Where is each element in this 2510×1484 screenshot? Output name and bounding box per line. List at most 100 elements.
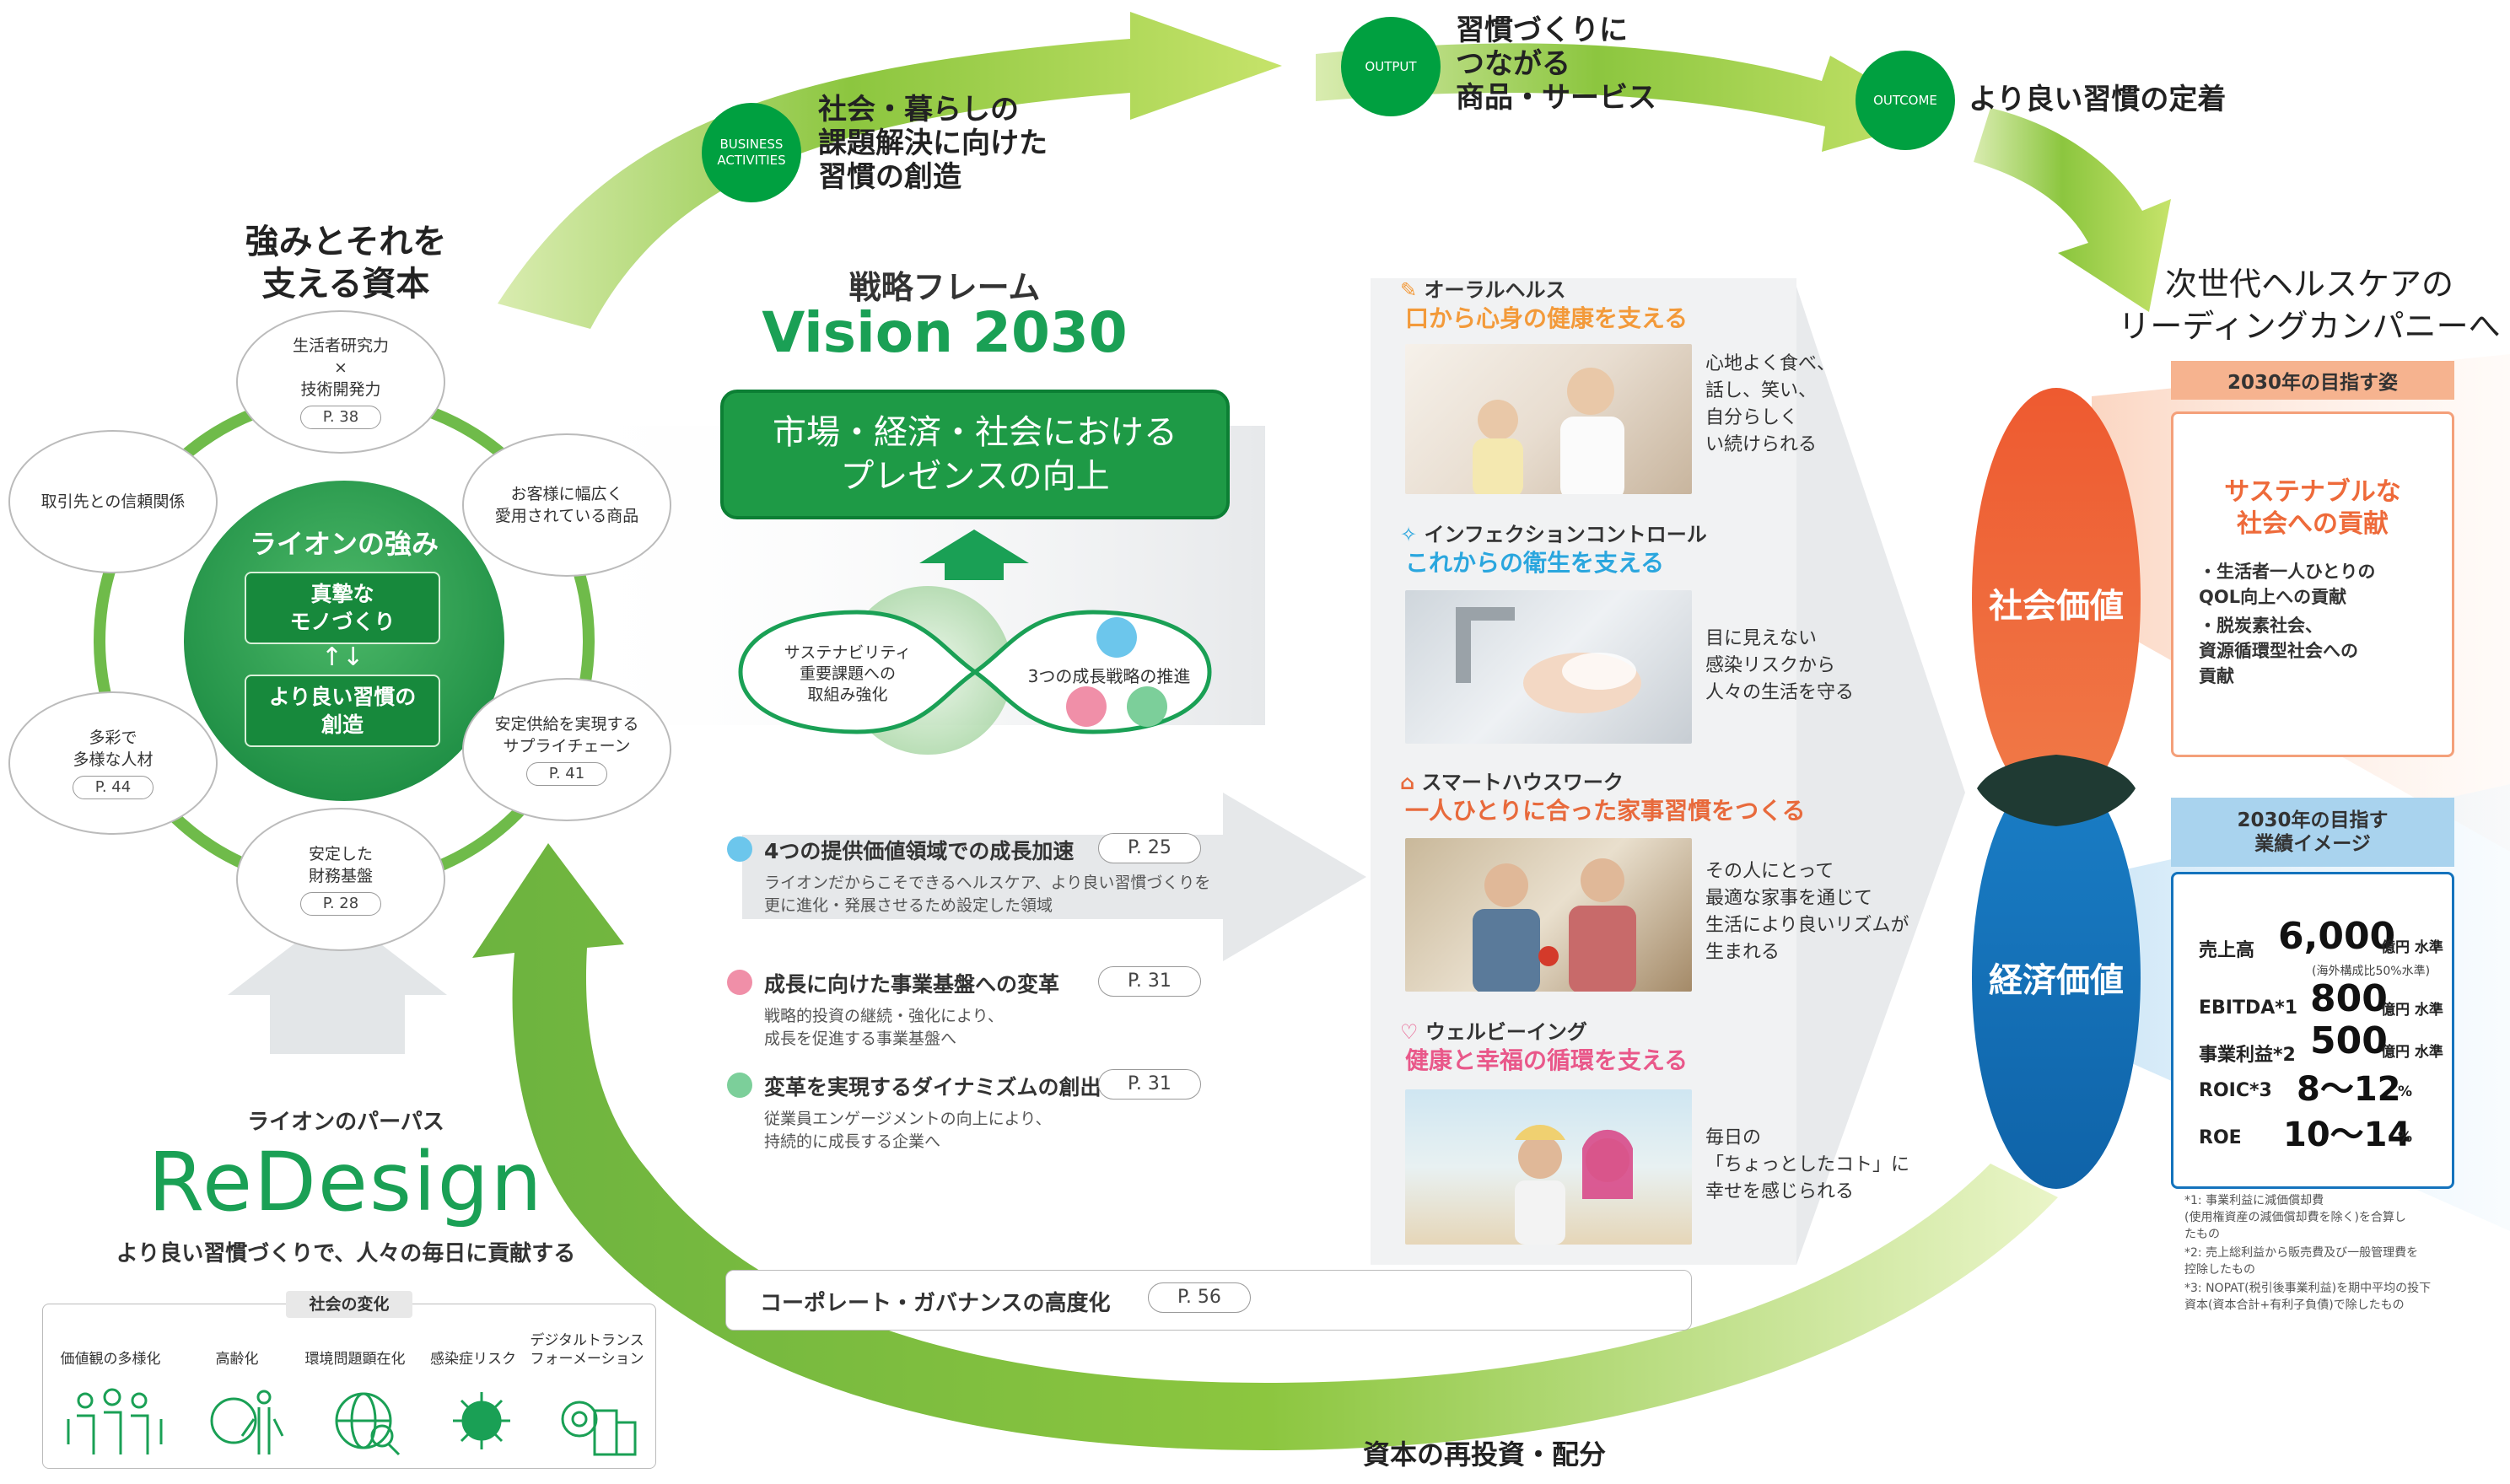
redesign-logo: ReDesign	[148, 1135, 544, 1229]
capital-partner-trust: 取引先との信頼関係	[8, 430, 218, 573]
capital-label: 安定した 財務基盤	[308, 845, 373, 885]
kpi-label: 事業利益*2	[2199, 1045, 2296, 1066]
strategy-desc: ライオンだからこそできるヘルスケア、より良い習慣づくりを 更に進化・発展させるた…	[764, 874, 1211, 915]
aspiration-item: ・脱炭素社会、 資源循環型社会への 貢献	[2199, 616, 2358, 686]
capital-financial-base: 安定した 財務基盤 P. 28	[236, 808, 445, 951]
kpi-unit: 億円 水準	[2381, 1044, 2443, 1061]
capital-label: 安定供給を実現する サプライチェーン	[494, 715, 639, 755]
capital-human-resources: 多彩で 多様な人材 P. 44	[8, 691, 218, 835]
page-ref[interactable]: P. 38	[299, 406, 382, 429]
value-area-headline: 健康と幸福の循環を支える	[1405, 1046, 1689, 1074]
change-label: デジタルトランス フォーメーション	[530, 1332, 644, 1368]
capital-label: 生活者研究力 × 技術開発力	[292, 336, 389, 399]
value-area-label: ✧ インフェクションコントロール	[1400, 523, 1707, 546]
aspiration-box: サステナブルな 社会への貢献 ・生活者一人ひとりの QOL向上への貢献 ・脱炭素…	[2171, 411, 2454, 757]
change-label: 環境問題顕在化	[304, 1351, 406, 1368]
infinity-loop	[738, 610, 1212, 734]
strategy-title: 変革を実現するダイナミズムの創出	[764, 1075, 1101, 1100]
exchange-arrows-icon: ↑↓	[320, 643, 364, 672]
page-ref[interactable]: P. 25	[1098, 833, 1201, 863]
virus-icon	[453, 1392, 510, 1449]
aspiration-header: 2030年の目指す姿	[2171, 361, 2454, 400]
page-ref[interactable]: P. 31	[1098, 966, 1201, 997]
kpi-value: 10～14	[2283, 1116, 2411, 1154]
toothbrush-icon: ✎	[1400, 278, 1425, 302]
elderly-icon	[210, 1390, 284, 1454]
goal-title: 次世代ヘルスケアの リーディングカンパニーへ	[2118, 266, 2501, 345]
change-label: 感染症リスク	[430, 1351, 516, 1368]
core-strength-title: ライオンの強み	[249, 528, 439, 560]
kpi-label: EBITDA*1	[2199, 997, 2298, 1019]
vision-2030-title: Vision 2030	[762, 300, 1128, 365]
capital-supply-chain: 安定供給を実現する サプライチェーン P. 41	[462, 678, 671, 821]
value-area-headline: 一人ひとりに合った家事習慣をつくる	[1405, 797, 1806, 825]
value-area-desc: 心地よく食べ、 話し、笑い、 自分らしく い続けられる	[1705, 353, 1836, 455]
business-activities-badge: BUSINESS ACTIVITIES	[702, 103, 801, 202]
capital-label: 取引先との信頼関係	[40, 492, 186, 511]
governance-title: コーポレート・ガバナンスの高度化	[760, 1291, 1111, 1316]
strategy-desc: 従業員エンゲージメントの向上により、 持続的に成長する企業へ	[764, 1110, 1052, 1151]
up-arrow-icon	[919, 530, 1029, 580]
change-label: 高齢化	[215, 1351, 259, 1368]
house-icon: ⌂	[1400, 771, 1422, 794]
page-ref[interactable]: P. 44	[72, 776, 154, 799]
footnote: *3: NOPAT(税引後事業利益)を期中平均の投下 資本(資本合計+有利子負債…	[2184, 1282, 2432, 1312]
performance-box: 売上高 6,000 億円 水準 (海外構成比50%水準) EBITDA*1 80…	[2171, 872, 2454, 1189]
economic-value-label: 経済価値	[1989, 961, 2124, 1000]
kpi-label: 売上高	[2199, 940, 2255, 961]
outcome-badge: OUTCOME	[1856, 51, 1955, 150]
page-ref[interactable]: P. 41	[525, 762, 608, 786]
kpi-unit: 億円 水準	[2381, 939, 2443, 956]
aspiration-headline: サステナブルな 社会への貢献	[2224, 477, 2401, 539]
kpi-unit: 億円 水準	[2381, 1002, 2443, 1019]
purpose-tagline: より良い習慣づくりで、人々の毎日に貢献する	[116, 1241, 576, 1266]
aspiration-item: ・生活者一人ひとりの QOL向上への貢献	[2199, 562, 2376, 607]
strengths-title: 強みとそれを 支える資本	[245, 223, 447, 304]
business-activities-text: 社会・暮らしの 課題解決に向けた 習慣の創造	[818, 93, 1048, 194]
strategy-desc: 戦略的投資の継続・強化により、 成長を促進する事業基盤へ	[764, 1007, 1004, 1048]
value-area-label: ✎ オーラルヘルス	[1400, 278, 1566, 302]
goal-box: 市場・経済・社会における プレゼンスの向上	[720, 390, 1230, 519]
footnote: *1: 事業利益に減価償却費 (使用権資産の減価償却費を除く)を合算し たもの	[2184, 1194, 2406, 1241]
purpose-label: ライオンのパーパス	[247, 1110, 444, 1135]
page-ref[interactable]: P. 56	[1148, 1282, 1251, 1313]
globe-icon	[335, 1392, 401, 1456]
core-box-habit-creation: より良い習慣の 創造	[245, 675, 440, 747]
core-box-monozukuri: 真摯な モノづくり	[245, 572, 440, 644]
infection-control-photo	[1405, 590, 1692, 744]
kpi-unit: %	[2398, 1129, 2413, 1146]
kpi-sub: (海外構成比50%水準)	[2312, 965, 2431, 978]
smart-housework-photo	[1405, 838, 1692, 992]
wellbeing-photo	[1405, 1089, 1692, 1245]
page-ref[interactable]: P. 31	[1098, 1069, 1201, 1100]
governance-box: コーポレート・ガバナンスの高度化 P. 56	[725, 1270, 1692, 1331]
capital-research-technology: 生活者研究力 × 技術開発力 P. 38	[236, 310, 445, 454]
outcome-text: より良い習慣の定着	[1969, 83, 2227, 116]
value-area-label: ⌂ スマートハウスワーク	[1400, 771, 1624, 794]
kpi-label: ROE	[2199, 1127, 2242, 1148]
strategy-dot	[727, 1073, 752, 1098]
kpi-unit: %	[2398, 1083, 2413, 1100]
strategy-title: 4つの提供価値領域での成長加速	[764, 839, 1075, 863]
right-loop-text: 3つの成長戦略の推進	[1027, 666, 1191, 686]
framework-label: 戦略フレーム	[848, 269, 1041, 306]
value-area-headline: これからの衛生を支える	[1405, 549, 1665, 577]
left-loop-text: サステナビリティ 重要課題への 取組み強化	[784, 643, 912, 704]
social-change-icons	[67, 1388, 637, 1456]
footnote: *2: 売上総利益から販売費及び一般管理費を 控除したもの	[2184, 1246, 2419, 1277]
change-label: 価値観の多様化	[60, 1351, 161, 1368]
social-change-title: 社会の変化	[286, 1291, 412, 1318]
kpi-value: 500	[2310, 1019, 2388, 1062]
value-area-label: ♡ ウェルビーイング	[1400, 1020, 1587, 1044]
output-badge: OUTPUT	[1341, 17, 1441, 116]
output-text: 習慣づくりに つながる 商品・サービス	[1456, 13, 1656, 115]
value-area-desc: 毎日の 「ちょっとしたコト」に 幸せを感じられる	[1705, 1127, 1910, 1202]
page-ref[interactable]: P. 28	[299, 892, 382, 916]
strategy-dot	[727, 836, 752, 862]
kpi-value: 8～12	[2297, 1070, 2401, 1109]
social-change-panel: 社会の変化 価値観の多様化 高齢化 環境問題顕在化 感染症リスク デジタルトラン…	[42, 1291, 656, 1469]
heart-icon: ♡	[1400, 1020, 1425, 1044]
strategy-title: 成長に向けた事業基盤への変革	[764, 972, 1060, 997]
oral-health-photo	[1405, 344, 1692, 494]
reinvest-label: 資本の再投資・配分	[1362, 1438, 1606, 1471]
